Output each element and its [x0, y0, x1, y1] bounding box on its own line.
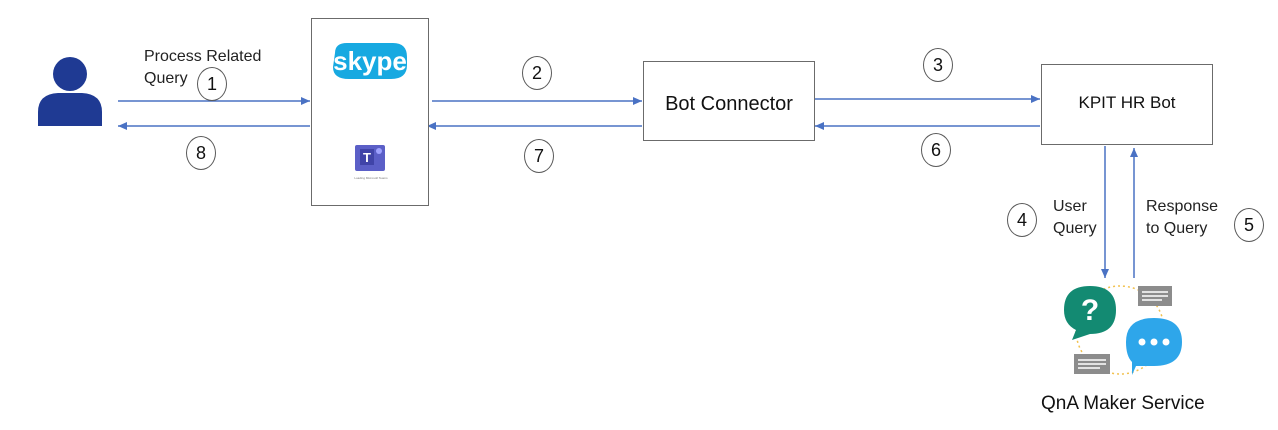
step-badge-2: 2 — [522, 56, 552, 90]
bot-connector-label: Bot Connector — [665, 93, 793, 115]
step-badge-6: 6 — [921, 133, 951, 167]
teams-logo: T Loading Microsoft Teams — [354, 145, 388, 180]
qna-request-label-line2: Query — [1053, 220, 1097, 237]
qna-maker-label: QnA Maker Service — [1041, 393, 1205, 414]
teams-caption: Loading Microsoft Teams — [354, 176, 388, 180]
qna-response-label-line1: Response — [1146, 198, 1219, 215]
user-query-label-line2: Query — [144, 70, 188, 87]
document-icon-bottom — [1074, 354, 1110, 374]
bot-connector-box: Bot Connector — [643, 61, 815, 141]
step-badge-1: 1 — [197, 67, 227, 101]
step-badge-8: 8 — [186, 136, 216, 170]
svg-text:?: ? — [1081, 294, 1099, 327]
channels-box: skype T Loading Microsoft Teams — [311, 18, 429, 206]
skype-logo: skype — [333, 43, 407, 79]
step-badge-3: 3 — [923, 48, 953, 82]
user-icon — [38, 57, 102, 126]
qna-request-label-line1: User — [1053, 198, 1087, 215]
hr-bot-box: KPIT HR Bot — [1041, 64, 1213, 145]
document-icon-top — [1138, 286, 1172, 306]
skype-wordmark: skype — [333, 46, 407, 76]
qna-response-label-line2: to Query — [1146, 220, 1208, 237]
step-badge-5: 5 — [1234, 208, 1264, 242]
step-badge-7: 7 — [524, 139, 554, 173]
qna-maker-icon: ? — [1064, 285, 1182, 375]
step-badge-4: 4 — [1007, 203, 1037, 237]
user-query-label-line1: Process Related — [144, 48, 262, 65]
hr-bot-label: KPIT HR Bot — [1078, 93, 1176, 112]
svg-text:T: T — [363, 150, 371, 165]
